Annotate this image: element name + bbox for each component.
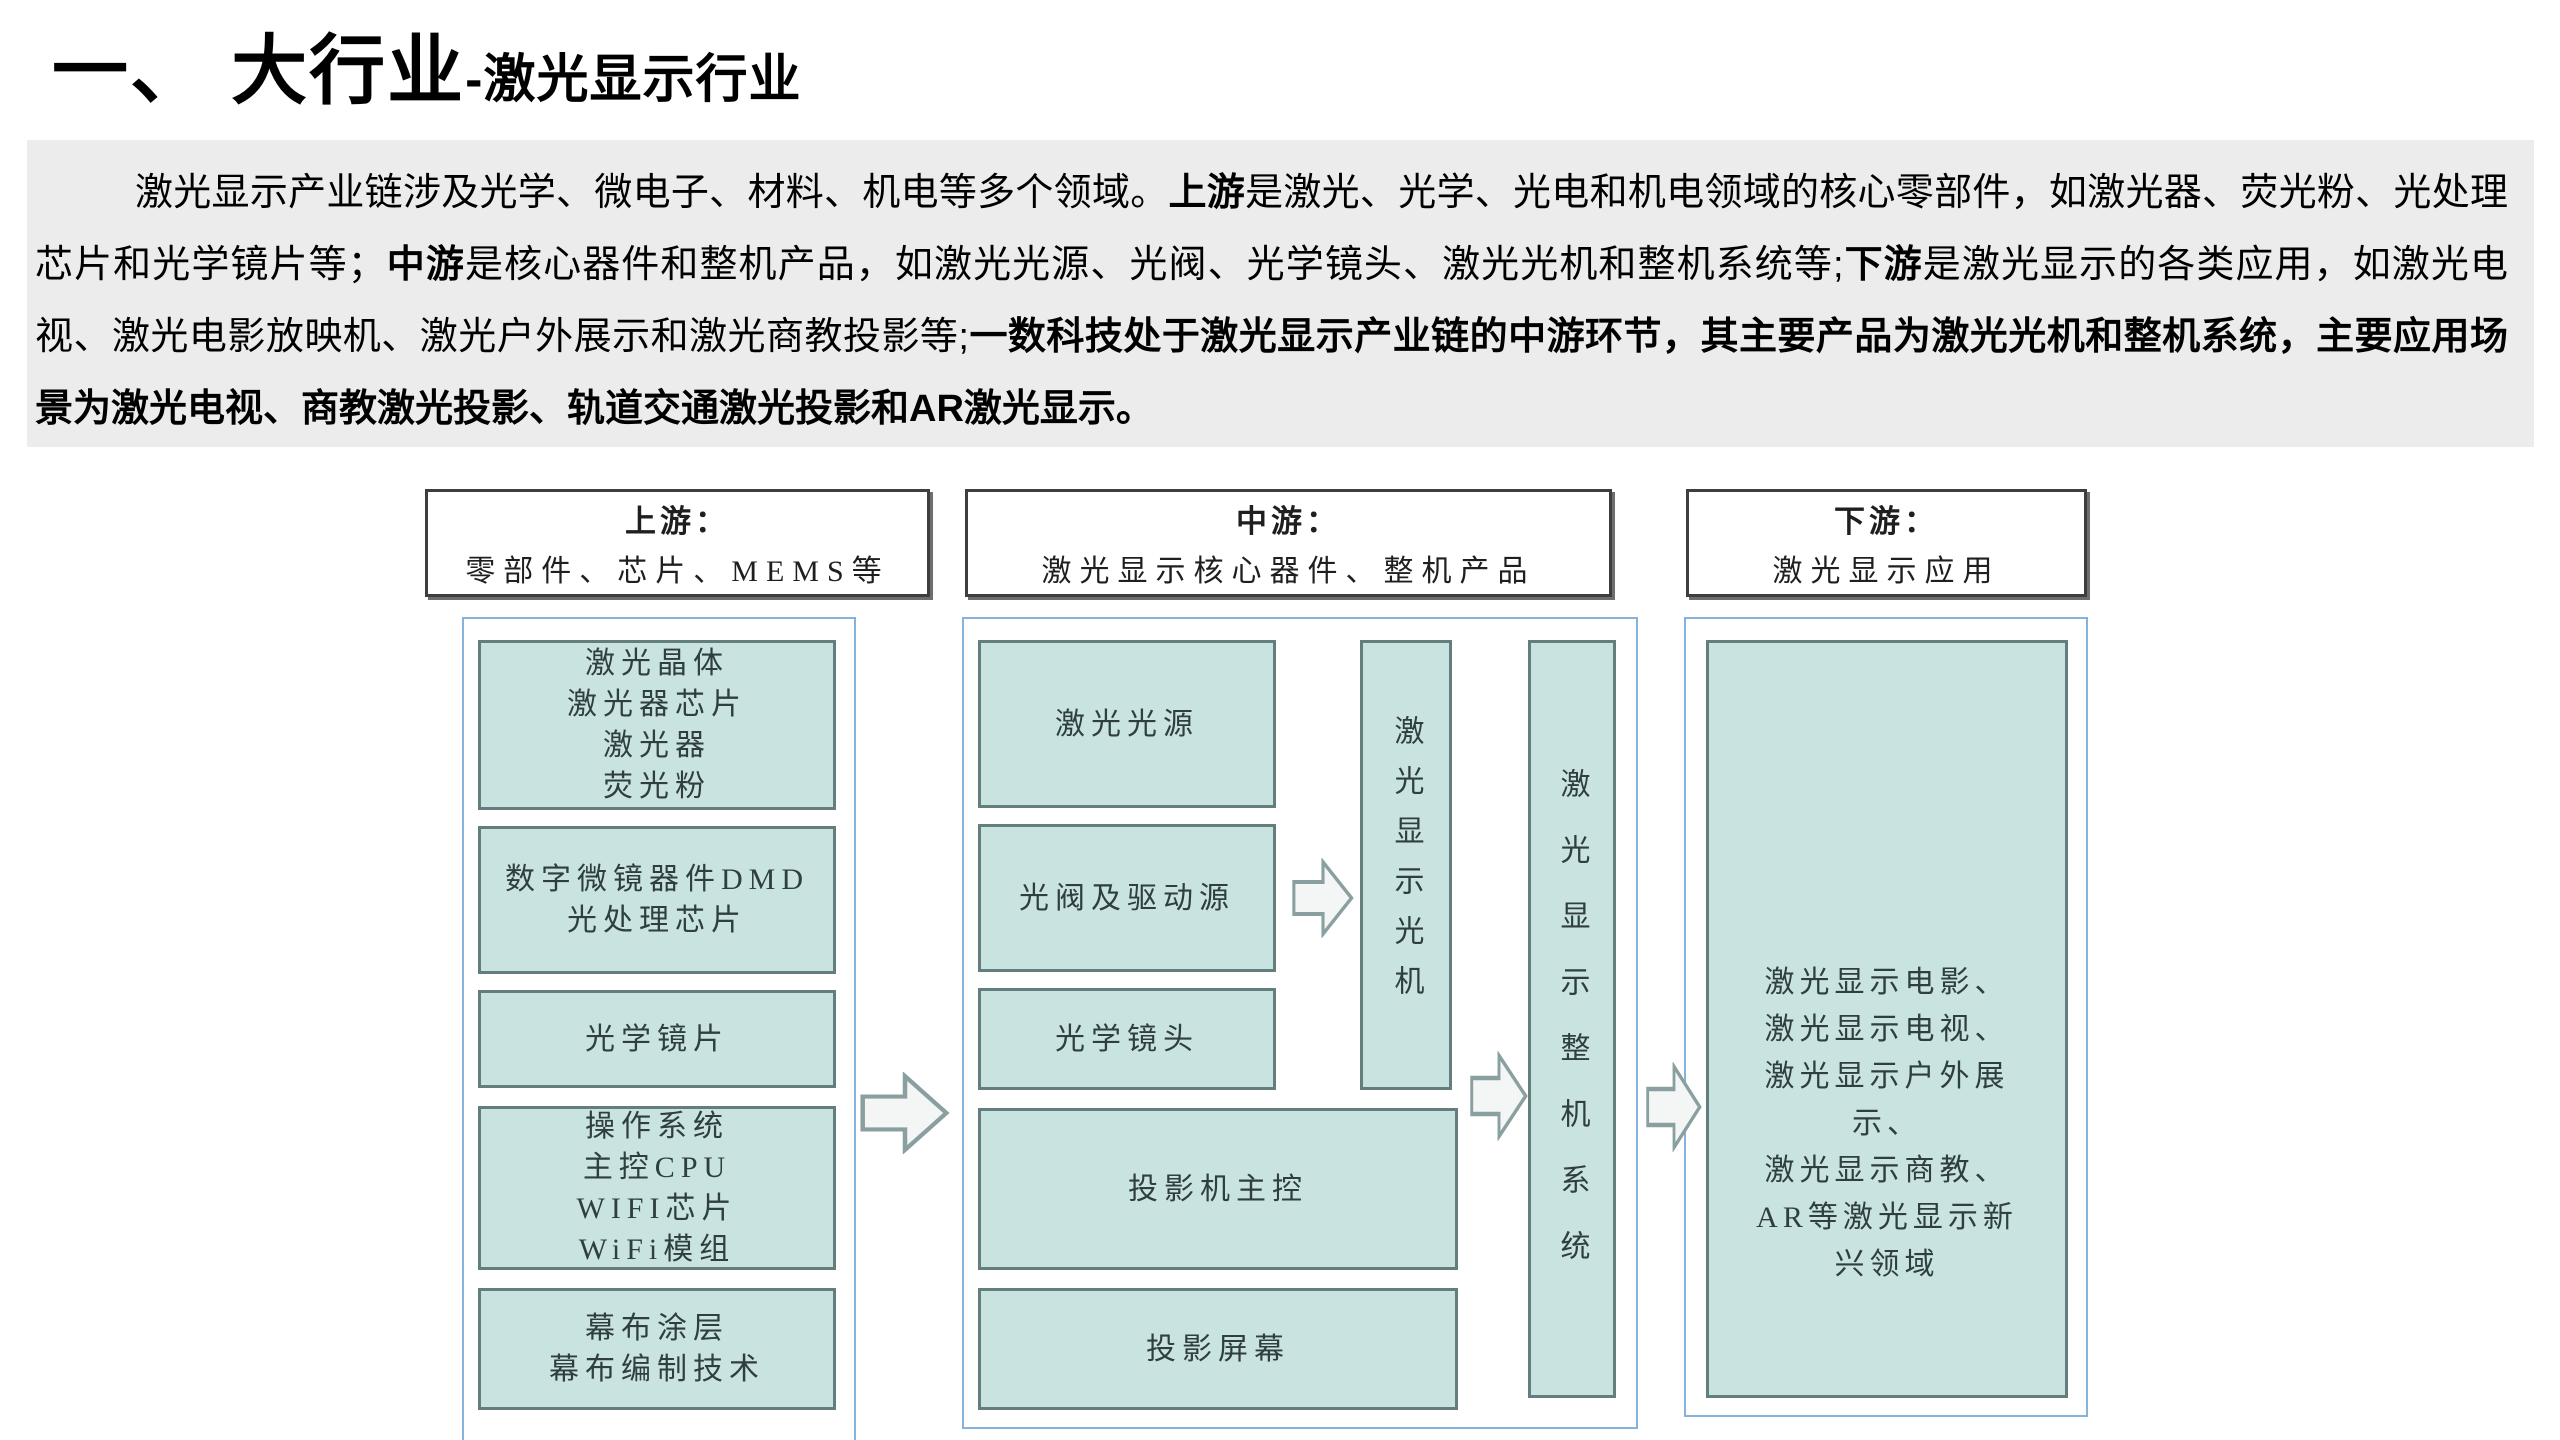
box-optical-lens-piece: 光学镜片 (478, 990, 836, 1088)
intro-paragraph: 激光显示产业链涉及光学、微电子、材料、机电等多个领域。上游是激光、光学、光电和机… (35, 157, 2508, 445)
arrow-valve-to-engine-icon (1292, 858, 1354, 938)
box-laser-light-source: 激光光源 (978, 640, 1276, 808)
intro-segment: 激光显示产业链涉及光学、微电子、材料、机电等多个领域。 (135, 172, 1169, 214)
arrow-upstream-to-midstream-icon (860, 1072, 950, 1154)
box-downstream-applications: 激光显示电影、 激光显示电视、 激光显示户外展 示、 激光显示商教、 AR等激光… (1706, 640, 2068, 1398)
box-projection-screen: 投影屏幕 (978, 1288, 1458, 1410)
box-laser-crystal-chip: 激光晶体 激光器芯片 激光器 荧光粉 (478, 640, 836, 810)
header-downstream-subtitle: 激光显示应用 (1772, 555, 2001, 588)
intro-segment: 是核心器件和整机产品，如激光光源、光阀、光学镜头、激光光机和整机系统等; (464, 244, 1844, 286)
header-downstream: 下游： 激光显示应用 (1686, 489, 2087, 597)
page-title-sub: -激光显示行业 (465, 51, 802, 109)
header-upstream-subtitle: 零部件、芯片、MEMS等 (465, 555, 890, 588)
intro-segment: 是激光显示的各类应用，如激光电视、激光电影放映机、激光户外展示和激光商教投影等; (35, 244, 2508, 358)
intro-segment-company: 一数科技处于激光显示产业链的中游环节，其主要产品为激光光机和整机系统，主要应用场… (35, 316, 2508, 430)
header-midstream-title: 中游： (1236, 504, 1341, 539)
box-projector-mainboard: 投影机主控 (978, 1108, 1458, 1270)
arrow-engine-to-system-icon (1470, 1051, 1528, 1141)
box-dmd-chip: 数字微镜器件DMD 光处理芯片 (478, 826, 836, 974)
header-upstream-title: 上游： (625, 504, 730, 539)
box-light-valve-driver: 光阀及驱动源 (978, 824, 1276, 972)
box-laser-display-system: 激光显示整机系统 (1528, 640, 1616, 1398)
header-midstream-subtitle: 激光显示核心器件、整机产品 (1041, 555, 1536, 588)
box-laser-display-engine: 激光显示光机 (1360, 640, 1452, 1090)
intro-segment-midstream: 中游 (385, 244, 465, 286)
header-upstream: 上游： 零部件、芯片、MEMS等 (425, 489, 930, 597)
page-title: 一、 大行业 -激光显示行业 (52, 30, 801, 114)
arrow-midstream-to-downstream-icon (1646, 1062, 1702, 1152)
intro-panel: 激光显示产业链涉及光学、微电子、材料、机电等多个领域。上游是激光、光学、光电和机… (27, 140, 2534, 447)
box-screen-coating: 幕布涂层 幕布编制技术 (478, 1288, 836, 1410)
header-midstream: 中游： 激光显示核心器件、整机产品 (965, 489, 1612, 597)
box-os-cpu-wifi: 操作系统 主控CPU WIFI芯片 WiFi模组 (478, 1106, 836, 1270)
page-title-main: 一、 大行业 (52, 29, 466, 114)
header-downstream-title: 下游： (1834, 504, 1939, 539)
intro-segment-downstream: 下游 (1843, 244, 1923, 286)
box-optical-lens: 光学镜头 (978, 988, 1276, 1090)
intro-segment: 是激光、光学、光电和机电领域的核心零部件，如激光器、荧光粉、光处理芯片和光学镜片… (35, 172, 2508, 286)
intro-segment-upstream: 上游 (1168, 172, 1246, 214)
